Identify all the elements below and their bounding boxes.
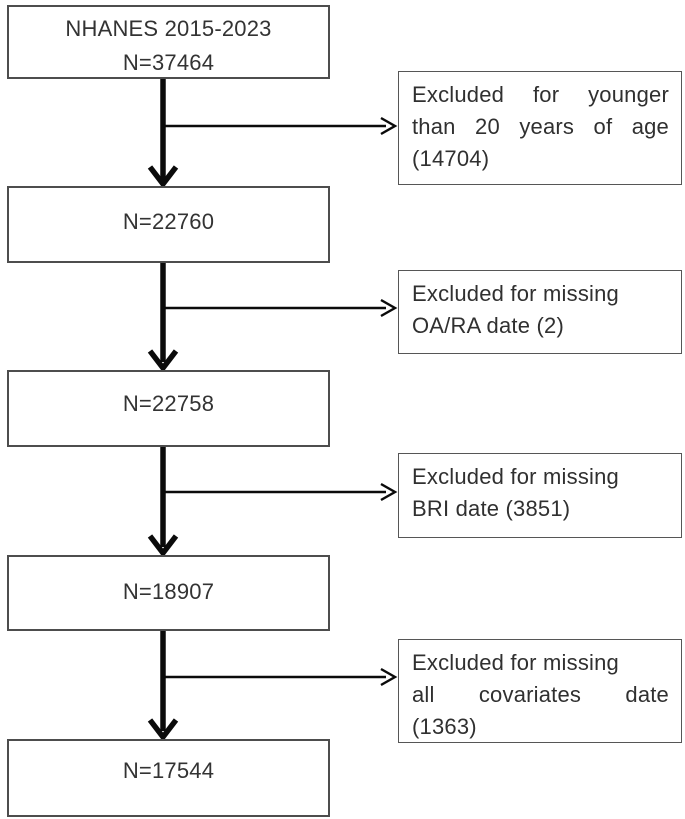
step-count: N=22758 (122, 391, 215, 416)
arrowhead-down-2 (147, 349, 179, 373)
exclusion-text-line: Excluded for younger (412, 82, 669, 107)
arrowhead-right-3 (380, 482, 398, 502)
step-count: N=18907 (122, 579, 215, 604)
exclusion-text-line: OA/RA date (2) (412, 313, 564, 338)
exclusion-box-covariates: Excluded for missing all covariates date… (398, 639, 682, 743)
exclusion-text-line: Excluded for missing (412, 281, 619, 306)
step-title: NHANES 2015-2023 (65, 16, 272, 41)
flow-step-4: N=18907 (7, 555, 330, 631)
exclusion-text-line: (14704) (412, 146, 490, 171)
exclusion-text-line: all covariates date (412, 682, 669, 707)
step-count: N=22760 (122, 209, 215, 234)
exclusion-box-bri: Excluded for missing BRI date (3851) (398, 453, 682, 538)
flow-step-final: N=17544 (7, 739, 330, 817)
exclusion-text-line: Excluded for missing (412, 464, 619, 489)
flow-step-2: N=22760 (7, 186, 330, 263)
exclusion-text-line: Excluded for missing (412, 650, 619, 675)
step-count: N=17544 (122, 758, 215, 783)
arrowhead-down-1 (147, 165, 179, 189)
flow-step-nhanes-total: NHANES 2015-2023 N=37464 (7, 5, 330, 79)
arrowhead-right-1 (380, 116, 398, 136)
exclusion-text-line: (1363) (412, 714, 477, 739)
step-count: N=37464 (122, 50, 215, 75)
exclusion-text-line: BRI date (3851) (412, 496, 571, 521)
arrowhead-down-4 (147, 718, 179, 742)
exclusion-text-line: than 20 years of age (412, 114, 669, 139)
flow-step-3: N=22758 (7, 370, 330, 447)
exclusion-box-oara: Excluded for missing OA/RA date (2) (398, 270, 682, 354)
arrowhead-right-2 (380, 298, 398, 318)
arrowhead-down-3 (147, 534, 179, 558)
arrowhead-right-4 (380, 667, 398, 687)
exclusion-box-age: Excluded for younger than 20 years of ag… (398, 71, 682, 185)
